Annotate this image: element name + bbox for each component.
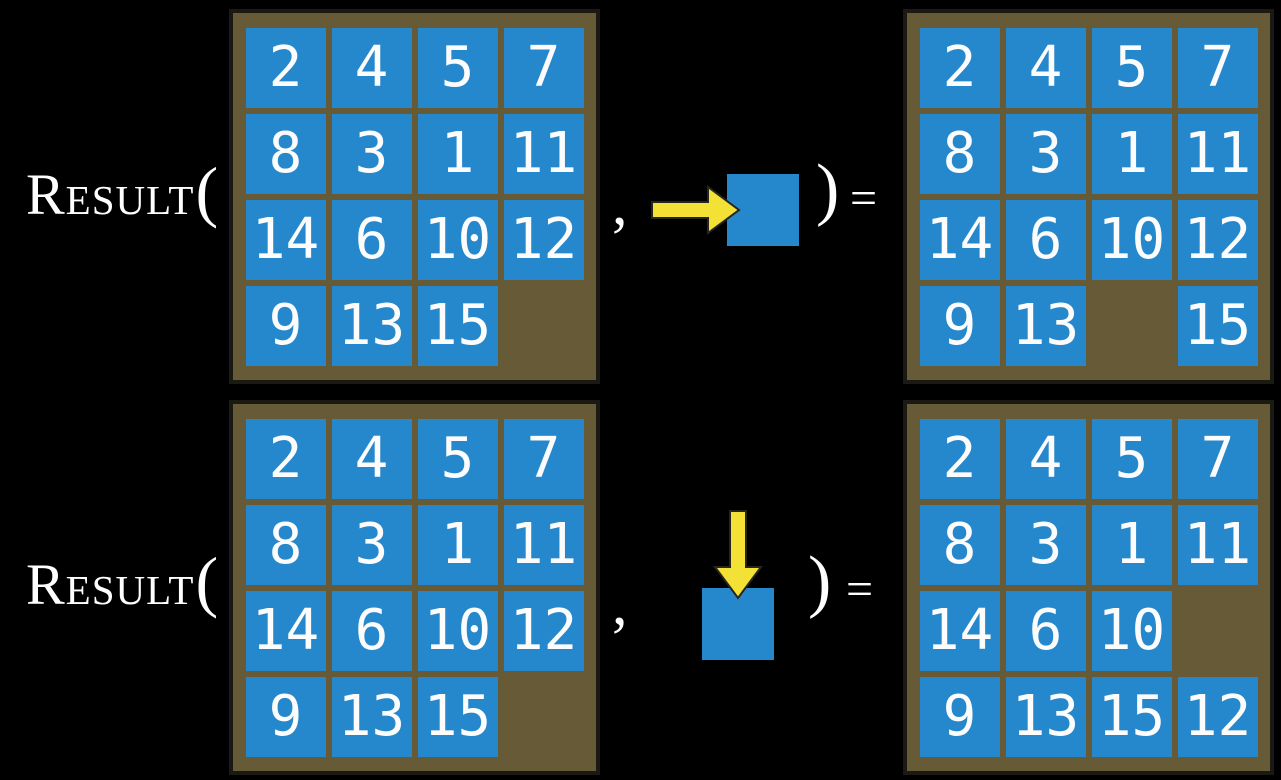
close-paren-1: ) (816, 151, 840, 228)
puzzle-tile-4: 4 (331, 418, 412, 499)
puzzle-tile-2: 2 (245, 27, 326, 108)
puzzle-tile-5: 5 (1091, 418, 1172, 499)
puzzle-tile-6: 6 (331, 199, 412, 280)
puzzle-tile-5: 5 (417, 27, 498, 108)
puzzle-tile-12: 12 (1177, 676, 1258, 757)
puzzle-tile-14: 14 (919, 590, 1000, 671)
puzzle-tile-9: 9 (245, 285, 326, 366)
close-paren-2: ) (808, 543, 832, 620)
puzzle-tile-1: 1 (417, 113, 498, 194)
puzzle-tile-12: 12 (1177, 199, 1258, 280)
puzzle-tile-6: 6 (1005, 590, 1086, 671)
function-name: Result (26, 552, 195, 617)
empty-cell (1092, 286, 1172, 366)
puzzle-tile-4: 4 (331, 27, 412, 108)
open-paren: ( (195, 153, 219, 229)
function-name: Result (26, 162, 195, 227)
comma-separator-1: , (612, 170, 628, 238)
puzzle-tile-13: 13 (331, 676, 412, 757)
moved-tile-2 (702, 588, 774, 660)
empty-cell (504, 677, 584, 757)
right-arrow-shape (651, 185, 741, 235)
puzzle-tile-7: 7 (503, 418, 584, 499)
down-arrow-shape (713, 510, 763, 600)
puzzle-tile-15: 15 (417, 676, 498, 757)
puzzle-tile-15: 15 (417, 285, 498, 366)
puzzle-tile-8: 8 (919, 504, 1000, 585)
puzzle-tile-10: 10 (417, 199, 498, 280)
puzzle-tile-4: 4 (1005, 418, 1086, 499)
result-function-label-2: Result( (26, 547, 218, 615)
puzzle-tile-7: 7 (503, 27, 584, 108)
puzzle-tile-11: 11 (1177, 504, 1258, 585)
comma-separator-2: , (612, 570, 628, 638)
puzzle-tile-15: 15 (1177, 285, 1258, 366)
puzzle-tile-2: 2 (919, 27, 1000, 108)
puzzle-tile-3: 3 (1005, 504, 1086, 585)
puzzle-tile-11: 11 (503, 504, 584, 585)
puzzle-tile-7: 7 (1177, 27, 1258, 108)
puzzle-tile-9: 9 (919, 676, 1000, 757)
puzzle-tile-8: 8 (919, 113, 1000, 194)
puzzle-tile-4: 4 (1005, 27, 1086, 108)
puzzle-tile-12: 12 (503, 590, 584, 671)
puzzle-tile-9: 9 (245, 676, 326, 757)
puzzle-tile-3: 3 (331, 504, 412, 585)
puzzle-tile-10: 10 (1091, 199, 1172, 280)
puzzle-tile-10: 10 (1091, 590, 1172, 671)
puzzle-tile-10: 10 (417, 590, 498, 671)
puzzle-tile-2: 2 (919, 418, 1000, 499)
puzzle-tile-5: 5 (417, 418, 498, 499)
result-function-label-1: Result( (26, 157, 218, 225)
puzzle-tile-1: 1 (417, 504, 498, 585)
puzzle-tile-11: 11 (503, 113, 584, 194)
puzzle-tile-15: 15 (1091, 676, 1172, 757)
puzzle-tile-6: 6 (331, 590, 412, 671)
puzzle-tile-1: 1 (1091, 113, 1172, 194)
puzzle-tile-14: 14 (919, 199, 1000, 280)
puzzle-tile-13: 13 (331, 285, 412, 366)
empty-cell (1178, 591, 1258, 671)
puzzle-tile-5: 5 (1091, 27, 1172, 108)
puzzle-tile-6: 6 (1005, 199, 1086, 280)
empty-cell (504, 286, 584, 366)
puzzle-tile-13: 13 (1005, 285, 1086, 366)
equals-sign-1: = (850, 172, 878, 225)
down-arrow-icon (713, 510, 763, 600)
right-arrow-icon (651, 185, 741, 235)
puzzle-tile-3: 3 (331, 113, 412, 194)
puzzle-tile-12: 12 (503, 199, 584, 280)
puzzle-tile-9: 9 (919, 285, 1000, 366)
puzzle-tile-13: 13 (1005, 676, 1086, 757)
puzzle-tile-8: 8 (245, 113, 326, 194)
puzzle-tile-1: 1 (1091, 504, 1172, 585)
puzzle-tile-14: 14 (245, 590, 326, 671)
open-paren: ( (195, 543, 219, 619)
puzzle-tile-11: 11 (1177, 113, 1258, 194)
puzzle-tile-3: 3 (1005, 113, 1086, 194)
puzzle-tile-14: 14 (245, 199, 326, 280)
puzzle-tile-2: 2 (245, 418, 326, 499)
puzzle-tile-7: 7 (1177, 418, 1258, 499)
puzzle-tile-8: 8 (245, 504, 326, 585)
equals-sign-2: = (846, 563, 874, 616)
